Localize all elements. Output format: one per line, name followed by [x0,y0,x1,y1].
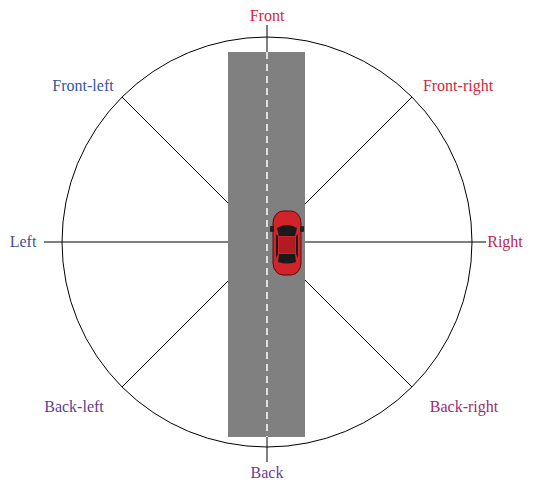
direction-label: Back [251,465,284,481]
back-right-spoke [303,278,412,387]
road-center-line [266,52,268,437]
front-right-spoke [303,97,412,206]
car-roof [279,237,295,253]
car-body [273,211,301,275]
direction-label: Right [487,234,523,250]
car [270,211,304,275]
front-left-spoke [122,97,228,203]
right-spoke [303,242,486,243]
car-side-window [296,234,298,258]
car-windshield [277,225,297,236]
direction-label: Front-left [52,78,113,94]
direction-label: Front-right [423,78,493,94]
left-spoke [44,242,228,243]
direction-label: Back-left [44,399,104,415]
direction-label: Left [10,234,37,250]
back-left-spoke [122,281,228,387]
direction-label: Back-right [430,399,498,415]
back-spoke [267,437,268,462]
car-side-window [276,234,278,258]
road [228,52,305,437]
direction-label: Front [250,8,285,24]
front-spoke [267,25,268,52]
car-mirror [300,226,304,232]
car-mirror [270,226,274,232]
car-rear-window [278,254,296,264]
